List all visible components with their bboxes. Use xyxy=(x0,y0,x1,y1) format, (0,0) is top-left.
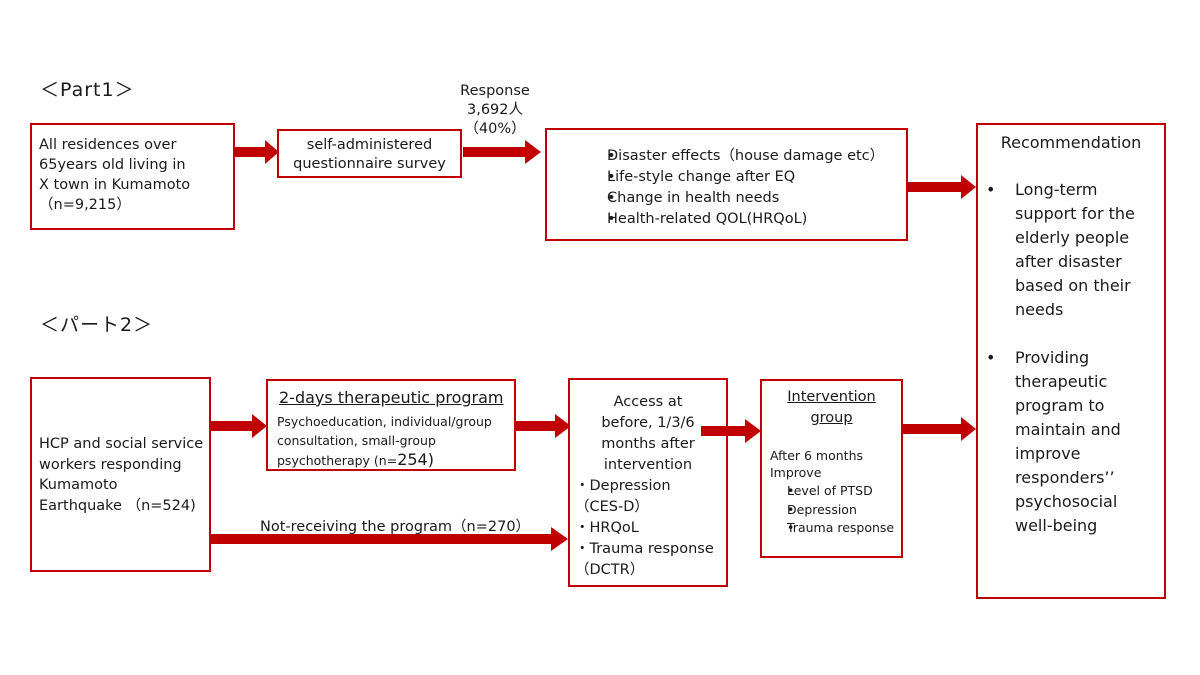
recommendation-item-2: • Providing therapeutic program to maint… xyxy=(986,346,1121,538)
population-line: （n=9,215） xyxy=(39,197,131,213)
population-line: All residences over xyxy=(39,137,177,153)
arrow-part2-intervention-to-recommendation xyxy=(903,417,976,441)
recommendation-line: elderly people xyxy=(1015,228,1130,247)
recommendation-line: after disaster xyxy=(1015,252,1122,271)
therapeutic-program-box: 2-days therapeutic program Psychoeducati… xyxy=(266,379,516,471)
measure-line: （DCTR） xyxy=(575,562,645,578)
measure-line: （CES-D） xyxy=(575,499,649,515)
measure-line: ・HRQoL xyxy=(575,520,639,536)
population-line: Earthquake （n=524) xyxy=(39,497,196,514)
arrow-part2-assessment-to-intervention xyxy=(701,419,761,443)
recommendation-line: needs xyxy=(1015,300,1064,319)
recommendation-line: Long-term xyxy=(1015,180,1098,199)
survey-text: self-administered questionnaire survey xyxy=(279,136,460,174)
recommendation-line: improve xyxy=(1015,444,1081,463)
elderly-population-box: All residences over 65years old living i… xyxy=(30,123,235,230)
intervention-title-line: Intervention xyxy=(787,389,876,405)
response-title: Response xyxy=(460,83,530,99)
recommendation-line: well-being xyxy=(1015,516,1098,535)
intervention-title: Intervention group xyxy=(762,387,901,429)
arrow-part2-population-to-program xyxy=(211,414,267,438)
recommendation-line: responders’’ xyxy=(1015,468,1115,487)
bullet-icon: • xyxy=(986,180,996,199)
survey-line: self-administered xyxy=(306,137,433,153)
response-count: 3,692人 xyxy=(466,102,523,118)
outcome-item: Life-style change after EQ xyxy=(581,167,884,188)
recommendation-line: support for the xyxy=(1015,204,1135,223)
survey-outcomes-list: Disaster effects（house damage etc） Life-… xyxy=(581,146,884,230)
response-percent: （40%） xyxy=(464,121,526,137)
assessment-head: Access at before, 1/3/6 months after int… xyxy=(570,392,726,476)
recommendation-line: based on their xyxy=(1015,276,1131,295)
intervention-after: After 6 months xyxy=(770,448,863,463)
intervention-group-box: Intervention group After 6 months Improv… xyxy=(760,379,903,558)
recommendation-line: program to xyxy=(1015,396,1105,415)
assessment-box: Access at before, 1/3/6 months after int… xyxy=(568,378,728,587)
arrow-part2-population-to-assessment xyxy=(211,527,568,551)
recommendation-line: therapeutic xyxy=(1015,372,1108,391)
recommendation-line: psychosocial xyxy=(1015,492,1118,511)
recommendation-line: Providing xyxy=(1015,348,1090,367)
measure-line: ・Trauma response xyxy=(575,541,714,557)
assessment-head-line: before, 1/3/6 xyxy=(601,415,695,431)
population-line: HCP and social service xyxy=(39,436,204,452)
survey-box: self-administered questionnaire survey xyxy=(277,129,462,178)
population-line: workers responding xyxy=(39,456,182,473)
population-line: 65years old living in xyxy=(39,157,186,173)
outcome-item: Disaster effects（house damage etc） xyxy=(581,146,884,167)
recommendation-line: maintain and xyxy=(1015,420,1121,439)
survey-outcomes-box: Disaster effects（house damage etc） Life-… xyxy=(545,128,908,241)
intervention-improve: Improve xyxy=(770,465,822,480)
arrow-part1-survey-to-outcomes xyxy=(463,140,541,164)
outcome-item: Health-related QOL(HRQoL) xyxy=(581,209,884,230)
program-title: 2-days therapeutic program xyxy=(279,388,504,407)
response-label: Response 3,692人 （40%） xyxy=(455,82,535,139)
not-receiving-label: Not-receiving the program（n=270） xyxy=(260,519,531,535)
program-desc-line: consultation, small-group xyxy=(277,433,436,448)
program-desc-line: psychotherapy (n=254) xyxy=(277,450,434,469)
assessment-head-line: Access at xyxy=(613,394,683,410)
assessment-head-line: months after xyxy=(601,436,695,452)
arrow-part2-program-to-assessment xyxy=(516,414,571,438)
measure-line: ・Depression xyxy=(575,478,671,494)
recommendation-title: Recommendation xyxy=(1000,133,1142,152)
population-line: X town in Kumamoto xyxy=(39,177,191,193)
recommendation-item-1: • Long-term support for the elderly peop… xyxy=(986,178,1135,322)
improvement-item: Depression xyxy=(772,501,894,520)
program-desc-line: Psychoeducation, individual/group xyxy=(277,414,492,429)
hcp-population-text: HCP and social service workers respondin… xyxy=(39,434,203,516)
intervention-title-line: group xyxy=(810,410,853,426)
improvement-item: Level of PTSD xyxy=(772,482,894,501)
arrow-part1-outcomes-to-recommendation xyxy=(908,175,976,199)
survey-line: questionnaire survey xyxy=(293,156,446,172)
elderly-population-text: All residences over 65years old living i… xyxy=(39,135,190,215)
hcp-population-box: HCP and social service workers respondin… xyxy=(30,377,211,572)
population-line: Kumamoto xyxy=(39,477,118,493)
arrow-part1-population-to-survey xyxy=(235,140,279,164)
outcome-item: Change in health needs xyxy=(581,188,884,209)
assessment-head-line: intervention xyxy=(603,457,693,473)
improvement-item: Trauma response xyxy=(772,519,894,538)
assessment-measures: ・Depression （CES-D） ・HRQoL ・Trauma respo… xyxy=(575,476,714,581)
recommendation-box: Recommendation • Long-term support for t… xyxy=(976,123,1166,599)
program-description: Psychoeducation, individual/group consul… xyxy=(277,412,492,470)
bullet-icon: • xyxy=(986,348,996,367)
program-count: 254) xyxy=(397,450,434,469)
intervention-improvements: Level of PTSD Depression Trauma response xyxy=(772,482,894,538)
part1-title: ＜Part1＞ xyxy=(40,79,135,101)
part2-title: ＜パート2＞ xyxy=(40,314,154,336)
